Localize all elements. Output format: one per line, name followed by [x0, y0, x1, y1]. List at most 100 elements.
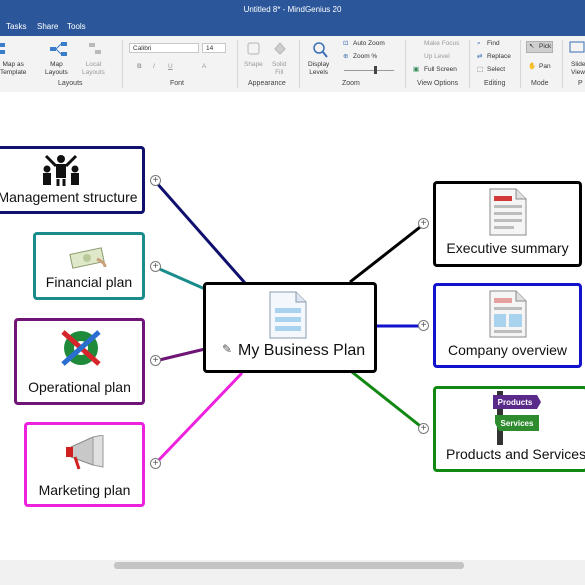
window-title: Untitled 8* - MindGenius 20 [243, 5, 342, 14]
group-present-label: P [578, 80, 583, 87]
expand-operational-button[interactable]: + [150, 355, 161, 366]
horizontal-scrollbar[interactable] [0, 560, 585, 585]
expand-marketing-button[interactable]: + [150, 458, 161, 469]
pan-button[interactable]: Pan [539, 63, 551, 70]
title-bar: Untitled 8* - MindGenius 20 [0, 0, 585, 20]
select-icon: ⬚ [477, 66, 484, 73]
magnifier-icon[interactable] [311, 40, 329, 60]
pencil-icon[interactable]: ✎ [222, 342, 233, 356]
ribbon-separator [237, 40, 238, 88]
map-as-template-button[interactable]: Map as Template [0, 61, 27, 76]
font-color-button[interactable]: A [202, 63, 207, 70]
ribbon [0, 36, 585, 93]
fill-bucket-icon[interactable] [272, 40, 288, 58]
group-appearance-label: Appearance [248, 80, 286, 87]
tools-gear-icon [61, 330, 101, 366]
connector-products [351, 370, 425, 431]
replace-button[interactable]: Replace [487, 53, 511, 60]
menu-bar: Tasks Share Tools [0, 20, 585, 36]
map-template-icon[interactable] [0, 41, 10, 57]
branch-products-node[interactable]: Products Services Products and Services [433, 386, 585, 472]
select-button[interactable]: Select [487, 66, 506, 73]
full-screen-icon: ▣ [413, 66, 420, 73]
zoom-slider-thumb[interactable] [374, 66, 377, 74]
bold-button[interactable]: B [137, 63, 142, 70]
local-layouts-button[interactable]: Local Layouts [82, 61, 105, 76]
group-view-options-label: View Options [417, 80, 459, 87]
menu-tools[interactable]: Tools [67, 22, 86, 31]
ribbon-separator [469, 40, 470, 88]
branch-executive-label: Executive summary [446, 240, 569, 256]
group-font-label: Font [170, 80, 185, 87]
expand-management-button[interactable]: + [150, 175, 161, 186]
expand-products-button[interactable]: + [418, 423, 429, 434]
products-signpost-icon: Products Services [493, 391, 541, 445]
ribbon-separator [299, 40, 300, 88]
binoculars-icon: ⌕ [477, 40, 481, 47]
connector-management [153, 180, 247, 284]
up-level-button[interactable]: Up Level [424, 53, 450, 60]
font-name-select[interactable]: Calibri [129, 43, 199, 53]
document-icon [489, 188, 527, 236]
megaphone-icon [66, 435, 104, 470]
underline-button[interactable]: U [168, 63, 173, 70]
arrow-pointer-icon: ↖ [529, 43, 535, 50]
branch-marketing-node[interactable]: Marketing plan [24, 422, 145, 507]
ribbon-separator [122, 40, 123, 88]
branch-financial-node[interactable]: Financial plan [33, 232, 145, 300]
sign-bottom-text: Services [501, 419, 534, 428]
branch-executive-node[interactable]: Executive summary [433, 181, 582, 267]
sign-top-text: Products [498, 398, 533, 407]
connector-executive [349, 222, 425, 284]
replace-icon: ⇄ [477, 53, 483, 60]
connector-operational [154, 347, 206, 363]
group-mode-label: Mode [531, 80, 549, 87]
slide-view-icon[interactable] [569, 41, 585, 55]
find-button[interactable]: Find [487, 40, 500, 47]
local-layouts-icon[interactable] [87, 41, 103, 57]
font-size-value: 14 [206, 45, 214, 52]
central-topic-label: My Business Plan [238, 342, 366, 359]
document-icon [269, 291, 307, 339]
expand-executive-button[interactable]: + [418, 218, 429, 229]
map-layouts-button[interactable]: Map Layouts [45, 61, 68, 76]
solid-fill-button[interactable]: Solid Fill [272, 61, 287, 76]
group-layouts-label: Layouts [58, 80, 83, 87]
shape-icon[interactable] [246, 40, 262, 58]
slide-view-button[interactable]: Slide View [571, 61, 585, 76]
full-screen-button[interactable]: Full Screen [424, 66, 457, 73]
connector-marketing [153, 371, 244, 466]
pick-button[interactable]: Pick ↖ [526, 41, 553, 53]
map-layouts-icon[interactable] [49, 41, 69, 57]
display-levels-button[interactable]: Display Levels [308, 61, 330, 76]
expand-financial-button[interactable]: + [150, 261, 161, 272]
shape-button[interactable]: Shape [244, 61, 263, 68]
expand-company-button[interactable]: + [418, 320, 429, 331]
font-size-select[interactable]: 14 [202, 43, 226, 53]
branch-financial-label: Financial plan [45, 274, 133, 290]
central-topic-node[interactable]: ✎ My Business Plan [203, 282, 377, 373]
pick-label: Pick [539, 43, 552, 50]
menu-tasks[interactable]: Tasks [6, 22, 27, 31]
group-zoom-label: Zoom [342, 80, 360, 87]
branch-marketing-label: Marketing plan [38, 482, 131, 498]
italic-button[interactable]: I [153, 63, 155, 70]
branch-management-node[interactable]: Management structure [0, 146, 145, 214]
auto-zoom-button[interactable]: Auto Zoom [353, 40, 385, 47]
branch-company-node[interactable]: Company overview [433, 283, 582, 368]
make-focus-button[interactable]: Make Focus [424, 40, 460, 47]
branch-operational-node[interactable]: Operational plan [14, 318, 145, 405]
scrollbar-thumb[interactable] [114, 562, 464, 569]
branch-management-label: Management structure [0, 189, 138, 205]
menu-share[interactable]: Share [37, 22, 59, 31]
branch-products-label: Products and Services [446, 446, 585, 462]
group-editing-label: Editing [484, 80, 506, 87]
hand-icon: ✋ [528, 63, 537, 70]
zoom-percent-button[interactable]: Zoom % [353, 53, 378, 60]
team-icon [43, 154, 79, 186]
font-name-value: Calibri [133, 45, 152, 52]
connector-financial [154, 265, 206, 291]
zoom-slider-track[interactable] [344, 70, 394, 71]
branch-operational-label: Operational plan [28, 379, 131, 395]
